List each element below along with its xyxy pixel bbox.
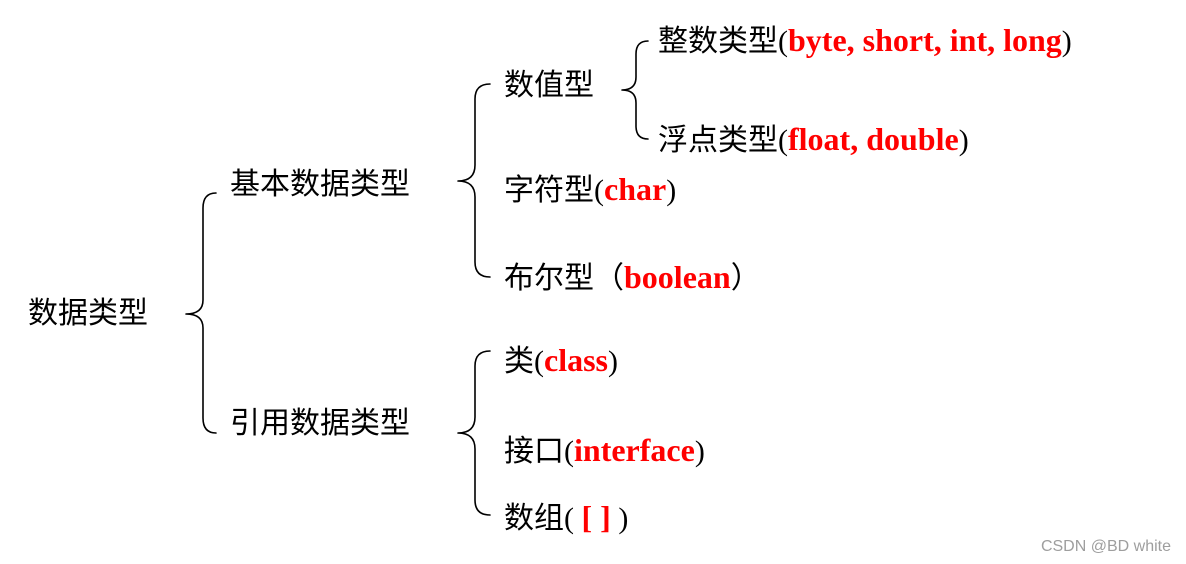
reference-brace <box>457 350 491 516</box>
root-label-text: 数据类型 <box>28 296 148 331</box>
float-type-text: 浮点类型 <box>658 123 778 158</box>
numeric-label: 数值型 <box>504 71 594 101</box>
float-close-paren: ) <box>958 124 969 157</box>
boolean-type-text: 布尔型 <box>504 261 594 296</box>
class-open-paren: ( <box>534 345 544 378</box>
interface-keywords: interface <box>574 432 695 468</box>
interface-type-label: 接口(interface) <box>504 432 705 469</box>
char-open-paren: ( <box>594 174 604 207</box>
integer-keywords: byte, short, int, long <box>788 22 1062 58</box>
class-keywords: class <box>544 342 608 378</box>
primitive-brace <box>457 83 491 278</box>
reference-label: 引用数据类型 <box>230 409 410 439</box>
integer-type-label: 整数类型(byte, short, int, long) <box>658 22 1072 59</box>
interface-close-paren: ) <box>694 435 705 468</box>
boolean-keywords: boolean <box>624 259 731 295</box>
float-type-label: 浮点类型(float, double) <box>658 121 969 158</box>
class-type-label: 类(class) <box>504 342 618 379</box>
char-keywords: char <box>604 171 667 207</box>
integer-type-text: 整数类型 <box>658 24 778 59</box>
root-brace <box>185 192 217 434</box>
array-keywords: [ ] <box>581 499 611 535</box>
class-type-text: 类 <box>504 344 534 379</box>
primitive-label: 基本数据类型 <box>230 170 410 200</box>
char-type-label: 字符型(char) <box>504 171 677 208</box>
boolean-open-paren: （ <box>594 262 624 295</box>
char-close-paren: ) <box>666 174 677 207</box>
char-type-text: 字符型 <box>504 173 594 208</box>
primitive-label-text: 基本数据类型 <box>230 167 410 202</box>
float-open-paren: ( <box>778 124 788 157</box>
interface-open-paren: ( <box>564 435 574 468</box>
interface-type-text: 接口 <box>504 434 564 469</box>
float-keywords: float, double <box>788 121 959 157</box>
boolean-close-paren: ） <box>730 262 761 295</box>
array-type-label: 数组( [ ] ) <box>504 499 629 536</box>
array-open-paren: ( <box>564 502 582 535</box>
class-close-paren: ) <box>608 345 618 378</box>
integer-open-paren: ( <box>778 25 788 58</box>
array-close-paren: ) <box>610 502 629 535</box>
array-type-text: 数组 <box>504 501 564 536</box>
numeric-brace <box>621 40 649 140</box>
reference-label-text: 引用数据类型 <box>230 406 410 441</box>
root-label: 数据类型 <box>28 299 148 329</box>
numeric-label-text: 数值型 <box>504 68 594 103</box>
csdn-watermark: CSDN @BD white <box>1040 538 1171 555</box>
boolean-type-label: 布尔型（boolean） <box>504 259 761 296</box>
integer-close-paren: ) <box>1061 25 1072 58</box>
